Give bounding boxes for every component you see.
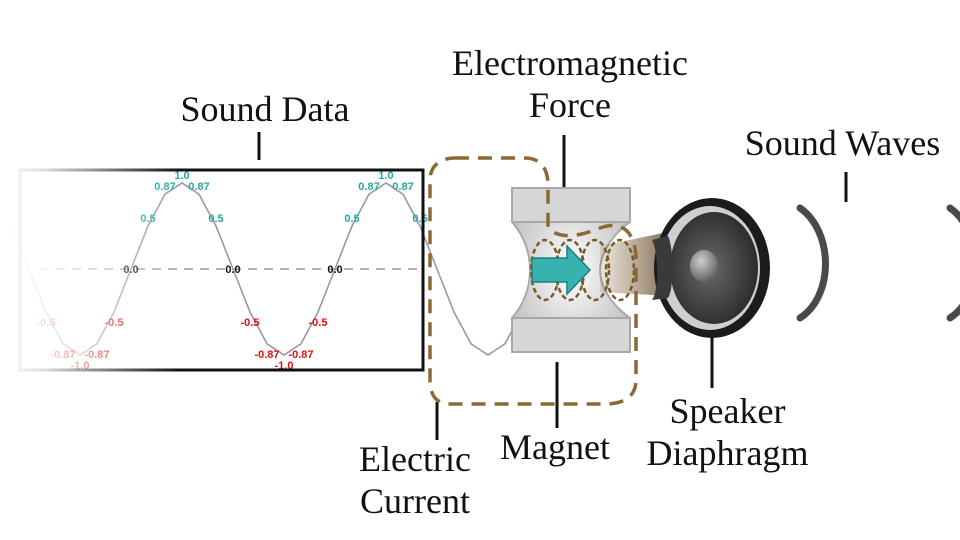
magnet-label: Magnet	[500, 427, 610, 467]
force-arrow-icon	[531, 244, 592, 296]
sound-data-label: Sound Data	[180, 89, 350, 129]
speaker-label: Speaker Diaphragm	[646, 391, 809, 473]
data-point-label: 1.0	[174, 170, 189, 182]
em-force-label: Electromagnetic Force	[452, 43, 688, 125]
data-point-label: -0.87	[254, 349, 279, 361]
data-point-label: -0.5	[37, 317, 56, 329]
sound-wave-arc	[946, 204, 960, 322]
data-point-label: 0.5	[344, 213, 359, 225]
current-label: Electric Current	[359, 439, 471, 521]
data-point-label: 0.0	[123, 264, 138, 276]
data-point-label: 0.5	[140, 213, 155, 225]
data-point-label: 0.87	[392, 181, 413, 193]
sound-data-frame	[18, 168, 425, 372]
data-point-label: -0.5	[309, 317, 328, 329]
sound-wave-arc	[796, 204, 829, 322]
data-point-label: 0.0	[225, 264, 240, 276]
data-point-label: -0.5	[241, 317, 260, 329]
sound-waves-label: Sound Waves	[744, 123, 941, 163]
data-point-label: -0.87	[84, 349, 109, 361]
sound-data-chart: -0.5-0.87-1.0-0.87-0.50.00.50.871.00.870…	[11, 168, 523, 372]
data-point-label: -0.5	[105, 317, 124, 329]
data-point-label: 0.87	[154, 181, 175, 193]
electric-current-loop	[428, 156, 638, 406]
data-point-label: 1.0	[378, 170, 393, 182]
data-point-label: -0.87	[288, 349, 313, 361]
speaker-icon	[652, 198, 770, 338]
data-point-label: 0.87	[358, 181, 379, 193]
data-point-label: -0.87	[50, 349, 75, 361]
data-point-label: 0.5	[208, 213, 223, 225]
data-point-label: 0.0	[327, 264, 342, 276]
data-point-label: 0.87	[188, 181, 209, 193]
data-point-label: 0.5	[412, 213, 427, 225]
